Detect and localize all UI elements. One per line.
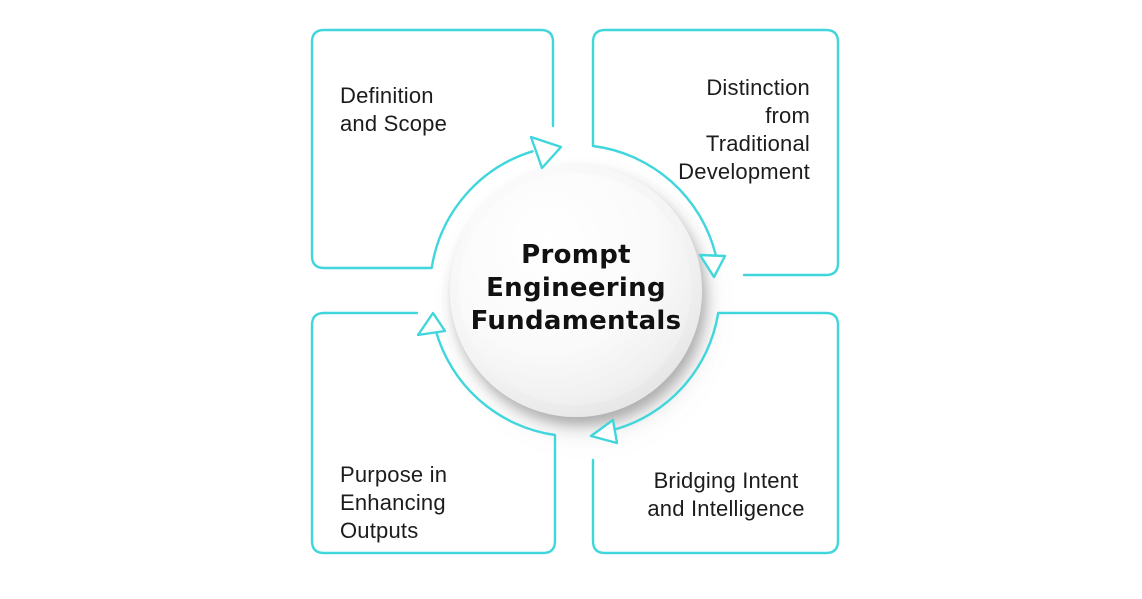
label-line: Definition	[340, 83, 434, 108]
quadrant-label-purpose-enhancing-outputs: Purpose in Enhancing Outputs	[340, 461, 447, 545]
quadrant-label-bridging-intent-intelligence: Bridging Intent and Intelligence	[586, 467, 866, 523]
label-line: and Scope	[340, 111, 447, 136]
label-line: Traditional	[705, 131, 810, 156]
quadrant-box-bottom-left	[310, 311, 557, 555]
arrow-bottom-icon	[589, 418, 619, 445]
label-line: and Intelligence	[647, 496, 805, 521]
label-line: from	[765, 103, 810, 128]
quadrant-box-top-left	[310, 28, 555, 270]
label-line: Outputs	[340, 518, 419, 543]
label-line: Enhancing	[340, 490, 446, 515]
center-title: Prompt Engineering Fundamentals	[416, 239, 736, 338]
quadrant-box-top-right	[591, 28, 840, 277]
arrow-right-icon	[698, 253, 727, 279]
quadrant-label-definition-scope: Definition and Scope	[340, 82, 447, 138]
arrow-left-icon	[416, 311, 447, 337]
label-line: Purpose in	[340, 462, 448, 487]
label-line: Development	[678, 159, 810, 184]
quadrant-label-distinction-traditional-development: Distinction from Traditional Development	[678, 74, 810, 186]
center-circle	[450, 165, 702, 417]
label-line: Distinction	[706, 75, 810, 100]
quadrant-box-bottom-right	[591, 311, 840, 555]
center-title-line: Engineering	[486, 273, 666, 303]
center-title-line: Fundamentals	[470, 306, 682, 336]
label-line: Bridging Intent	[653, 468, 799, 493]
center-title-line: Prompt	[521, 240, 631, 270]
arrow-top-icon	[529, 135, 563, 170]
